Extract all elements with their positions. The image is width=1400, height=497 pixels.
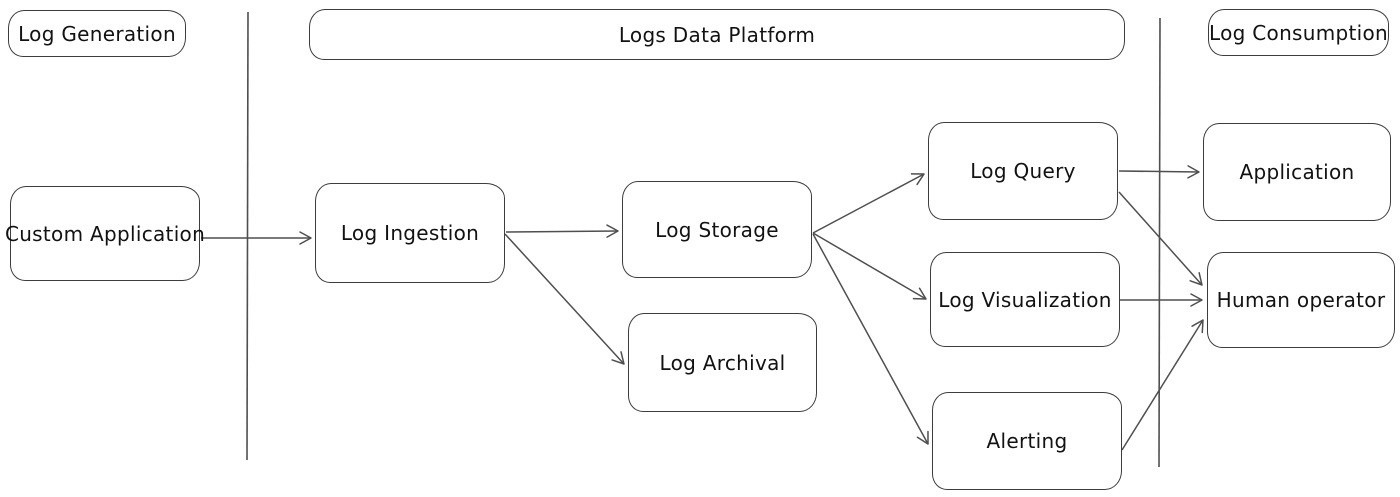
node-log-ingestion[interactable]: Log Ingestion bbox=[315, 183, 505, 283]
node-alerting[interactable]: Alerting bbox=[932, 392, 1122, 490]
node-label: Log Query bbox=[970, 159, 1076, 183]
edge-log-storage-to-log-query bbox=[812, 173, 925, 234]
node-log-archival[interactable]: Log Archival bbox=[628, 313, 817, 412]
node-label: Application bbox=[1239, 160, 1355, 184]
edge-log-storage-to-alerting bbox=[812, 233, 929, 445]
node-application[interactable]: Application bbox=[1203, 123, 1391, 221]
section-label-log-consumption[interactable]: Log Consumption bbox=[1208, 9, 1389, 56]
node-label: Log Storage bbox=[655, 217, 779, 242]
section-label-text: Log Generation bbox=[18, 21, 176, 46]
section-label-text: Logs Data Platform bbox=[618, 22, 816, 47]
edge-log-ingestion-to-log-storage bbox=[505, 224, 619, 238]
divider-platform-consumption bbox=[1158, 17, 1161, 468]
node-human-operator[interactable]: Human operator bbox=[1207, 252, 1395, 348]
node-log-visualization[interactable]: Log Visualization bbox=[930, 252, 1120, 347]
edge-log-ingestion-to-log-archival bbox=[504, 233, 625, 365]
section-label-logs-data-platform[interactable]: Logs Data Platform bbox=[309, 9, 1125, 60]
node-log-query[interactable]: Log Query bbox=[928, 122, 1118, 220]
node-label: Log Archival bbox=[659, 350, 786, 375]
edge-log-query-to-human-operator bbox=[1118, 191, 1203, 286]
edge-log-storage-to-log-visualization bbox=[812, 232, 927, 300]
section-label-text: Log Consumption bbox=[1208, 20, 1389, 45]
node-label: Log Ingestion bbox=[340, 221, 480, 245]
node-custom-application[interactable]: Custom Application bbox=[5, 186, 205, 281]
section-label-log-generation[interactable]: Log Generation bbox=[8, 10, 186, 57]
node-label: Alerting bbox=[986, 429, 1068, 453]
node-log-storage[interactable]: Log Storage bbox=[622, 181, 812, 278]
edge-log-query-to-application bbox=[1118, 165, 1200, 179]
node-label: Custom Application bbox=[4, 221, 206, 246]
edge-alerting-to-human-operator bbox=[1121, 319, 1204, 451]
divider-generation-platform bbox=[246, 11, 249, 461]
node-label: Human operator bbox=[1216, 288, 1386, 312]
node-label: Log Visualization bbox=[938, 287, 1112, 312]
